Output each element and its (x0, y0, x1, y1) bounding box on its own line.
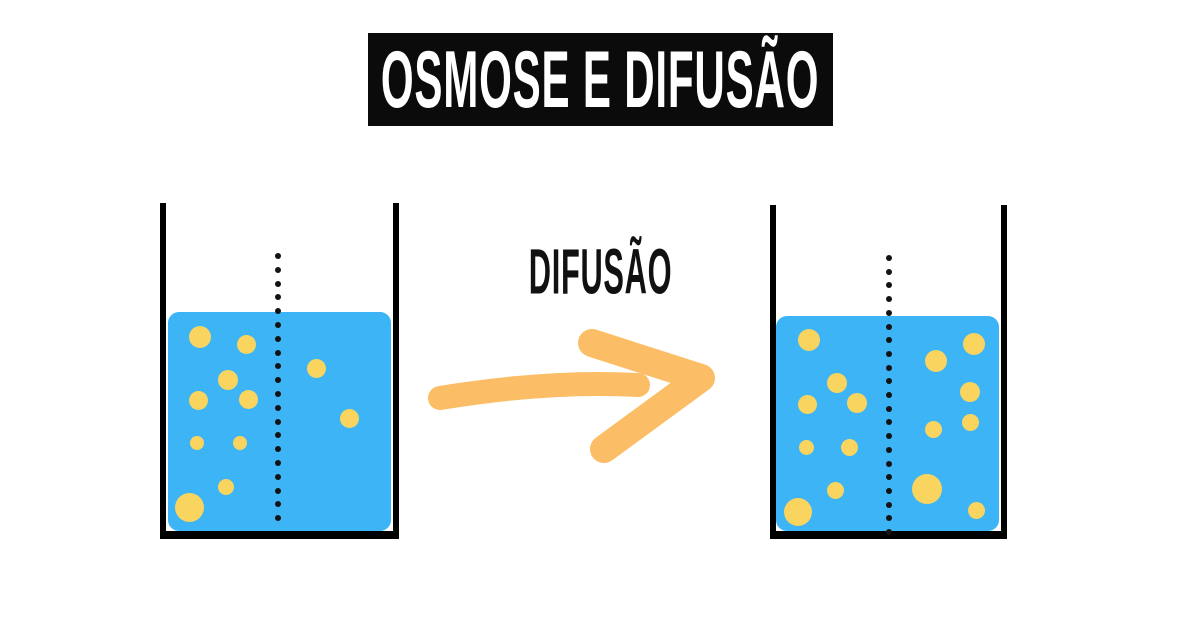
solute-particle (306, 358, 326, 378)
membrane-dot (275, 418, 281, 425)
membrane-dot (886, 282, 892, 289)
membrane-dot (886, 268, 892, 275)
solute-particle (925, 350, 947, 372)
membrane-dot (886, 337, 892, 344)
membrane-dot (275, 363, 281, 370)
solute-particle (827, 373, 847, 393)
glass-wall-right (1001, 205, 1007, 539)
solute-particle (238, 389, 258, 409)
membrane-dot (886, 515, 892, 522)
diffusion-arrow-label-text: DIFUSÃO (528, 236, 672, 308)
glass-base (160, 531, 399, 539)
membrane-dot (886, 433, 892, 440)
solute-particle (960, 382, 980, 402)
solute-particle (797, 394, 817, 414)
arrow-shaft (428, 371, 650, 410)
solute-particle (190, 436, 204, 450)
membrane-dot (275, 308, 281, 315)
membrane-dot (886, 487, 892, 494)
glass-wall-left (160, 203, 166, 539)
membrane-dot (275, 446, 281, 453)
membrane-dot (886, 529, 892, 535)
membrane-dot (886, 378, 892, 385)
solute-particle (847, 393, 867, 413)
solute-particle (784, 498, 812, 526)
solute-particle (912, 474, 942, 504)
solute-particle (339, 408, 359, 428)
membrane-dot (275, 349, 281, 356)
membrane-dot (275, 515, 281, 522)
beaker-before-diffusion (160, 203, 399, 539)
membrane-dot (275, 487, 281, 494)
membrane-dot (886, 501, 892, 508)
solute-particle (798, 329, 820, 351)
membrane-dot (886, 255, 892, 261)
membrane-dot (886, 392, 892, 398)
glass-wall-left (770, 205, 776, 539)
title-banner: OSMOSE E DIFUSÃO (368, 33, 833, 126)
solute-particle (218, 479, 234, 495)
membrane-dot (886, 405, 892, 412)
membrane-dot (886, 364, 892, 371)
membrane-dot (886, 474, 892, 481)
membrane-dot (886, 446, 892, 453)
membrane-dot (275, 294, 281, 301)
glass-base (770, 531, 1007, 539)
page-title: OSMOSE E DIFUSÃO (381, 34, 820, 125)
solute-particle (961, 413, 979, 431)
membrane-dot (275, 266, 281, 273)
solute-particle (924, 420, 942, 438)
glass-wall-right (393, 203, 399, 539)
membrane-dot (275, 253, 281, 259)
membrane-dot (275, 473, 281, 480)
membrane-dot (275, 432, 281, 439)
membrane-dot (275, 391, 281, 397)
solute-particle (174, 492, 204, 522)
membrane-dot (275, 404, 281, 411)
beaker-after-diffusion (770, 205, 1007, 539)
membrane-dot (275, 377, 281, 384)
diffusion-arrow-label: DIFUSÃO (520, 237, 680, 308)
membrane-dot (886, 296, 892, 303)
membrane-dot (886, 309, 892, 316)
membrane-dot (275, 280, 281, 287)
membrane-dot (275, 460, 281, 466)
solute-particle (188, 390, 208, 410)
membrane-dot (886, 323, 892, 330)
solute-particle (236, 334, 256, 354)
solute-particle (826, 481, 844, 499)
arrow-head (578, 329, 715, 463)
solute-particle (798, 439, 814, 455)
solute-particle (189, 326, 211, 348)
solute-particle (233, 436, 247, 450)
membrane-dot (275, 322, 281, 328)
membrane-dot (886, 419, 892, 426)
solute-particle (218, 370, 238, 390)
membrane-dot (886, 460, 892, 467)
membrane-dot (886, 350, 892, 357)
solute-particle (967, 501, 985, 519)
membrane-dot (275, 501, 281, 508)
solute-particle (840, 438, 858, 456)
membrane-dot (275, 335, 281, 342)
solute-particle (963, 333, 985, 355)
